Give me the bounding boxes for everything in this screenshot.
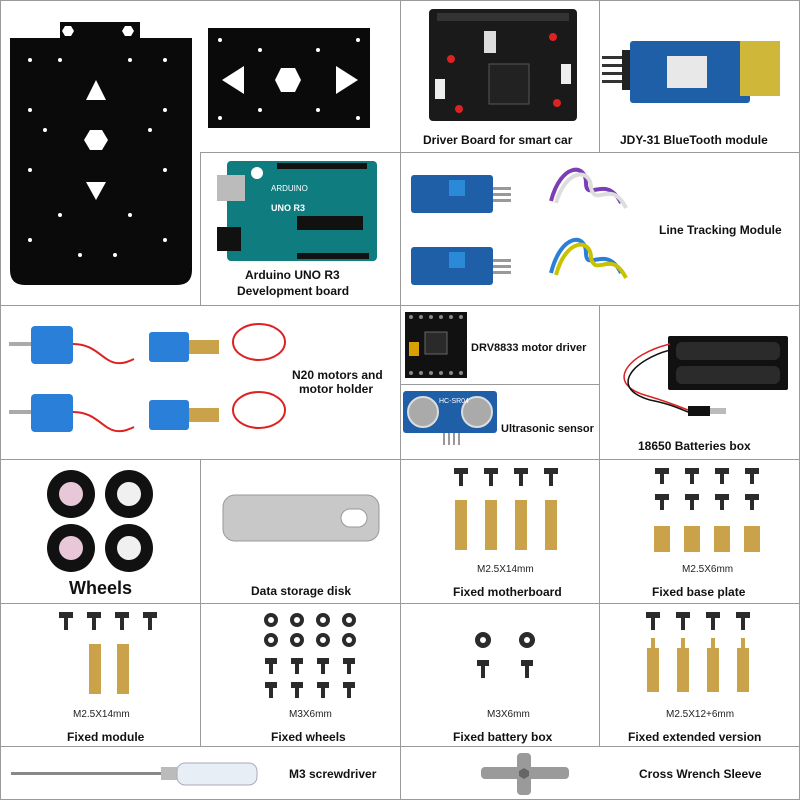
line-tracking-modules-image	[411, 167, 628, 285]
driver-board-label: Driver Board for smart car	[423, 133, 573, 147]
screwdriver-label: M3 screwdriver	[289, 767, 377, 781]
fixed-base-plate-label: Fixed base plate	[652, 585, 746, 599]
motors-label-line1: N20 motors and	[292, 368, 383, 382]
extended-standoffs-image	[646, 612, 750, 692]
storage-disk-cell: Data storage disk	[200, 459, 401, 604]
ultrasonic-sensor-image: HC-SR04	[403, 391, 497, 445]
bluetooth-label: JDY-31 BlueTooth module	[620, 133, 768, 147]
fixed-base-plate-spec: M2.5X6mm	[682, 564, 734, 575]
motor-driver-cell: DRV8833 motor driver	[400, 305, 600, 385]
arduino-brand-text: ARDUINO	[271, 184, 308, 193]
fixed-motherboard-spec: M2.5X14mm	[477, 564, 534, 575]
fixed-motherboard-cell: M2.5X14mm Fixed motherboard	[400, 459, 600, 604]
fixed-module-spec: M2.5X14mm	[73, 709, 130, 720]
n20-motors-image	[9, 323, 286, 433]
line-tracking-label: Line Tracking Module	[659, 223, 782, 237]
arduino-label-line2: Development board	[237, 284, 350, 298]
drv8833-board-image	[405, 312, 467, 378]
arduino-board-image: ARDUINO UNO R3	[217, 161, 377, 261]
ultrasonic-cell: HC-SR04 Ultrasonic sensor	[400, 384, 600, 460]
fixed-motherboard-label: Fixed motherboard	[453, 585, 562, 599]
driver-board-cell: Driver Board for smart car	[400, 0, 600, 153]
base-plate-standoffs-image	[654, 468, 760, 552]
bluetooth-cell: JDY-31 BlueTooth module	[599, 0, 800, 153]
driver-board-image	[429, 9, 577, 121]
battery-box-screws-image	[475, 632, 535, 678]
wrench-cell: Cross Wrench Sleeve	[400, 746, 800, 800]
bluetooth-module-image	[602, 41, 780, 103]
motors-cell: N20 motors and motor holder	[0, 305, 401, 460]
storage-disk-label: Data storage disk	[251, 584, 352, 598]
arduino-cell: ARDUINO UNO R3 Arduino UNO R3 Developmen…	[200, 152, 401, 306]
battery-box-image	[623, 336, 788, 416]
screwdriver-cell: M3 screwdriver	[0, 746, 401, 800]
module-standoffs-image	[59, 612, 157, 694]
wheels-label: Wheels	[69, 578, 133, 598]
arduino-model-text: UNO R3	[271, 203, 305, 213]
ultrasonic-model-text: HC-SR04	[439, 398, 469, 405]
screwdriver-image	[11, 762, 258, 786]
wrench-label: Cross Wrench Sleeve	[639, 767, 762, 781]
wheel-screws-nuts-image	[264, 613, 356, 698]
fixed-battery-box-label: Fixed battery box	[453, 730, 553, 744]
wheels-image	[47, 470, 153, 572]
arduino-label-line1: Arduino UNO R3	[245, 268, 340, 282]
fixed-module-cell: M2.5X14mm Fixed module	[0, 603, 201, 747]
fixed-module-label: Fixed module	[67, 730, 145, 744]
chassis-plates-image	[10, 22, 370, 285]
line-tracking-cell: Line Tracking Module	[400, 152, 800, 306]
fixed-wheels-cell: M3X6mm Fixed wheels	[200, 603, 401, 747]
fixed-battery-box-cell: M3X6mm Fixed battery box	[400, 603, 600, 747]
fixed-extended-spec: M2.5X12+6mm	[666, 709, 735, 720]
wheels-cell: Wheels	[0, 459, 201, 604]
fixed-base-plate-cell: M2.5X6mm Fixed base plate	[599, 459, 800, 604]
fixed-extended-label: Fixed extended version	[628, 730, 762, 744]
battery-box-label: 18650 Batteries box	[638, 439, 751, 453]
fixed-battery-box-spec: M3X6mm	[487, 709, 530, 720]
fixed-wheels-label: Fixed wheels	[271, 730, 346, 744]
fixed-extended-cell: M2.5X12+6mm Fixed extended version	[599, 603, 800, 747]
fixed-wheels-spec: M3X6mm	[289, 709, 332, 720]
motor-driver-label: DRV8833 motor driver	[471, 342, 587, 354]
storage-disk-image	[222, 494, 380, 542]
battery-box-cell: 18650 Batteries box	[599, 305, 800, 460]
cross-wrench-image	[481, 753, 569, 795]
motherboard-standoffs-image	[454, 468, 558, 550]
ultrasonic-label: Ultrasonic sensor	[501, 423, 594, 435]
motors-label-line2: motor holder	[299, 382, 373, 396]
